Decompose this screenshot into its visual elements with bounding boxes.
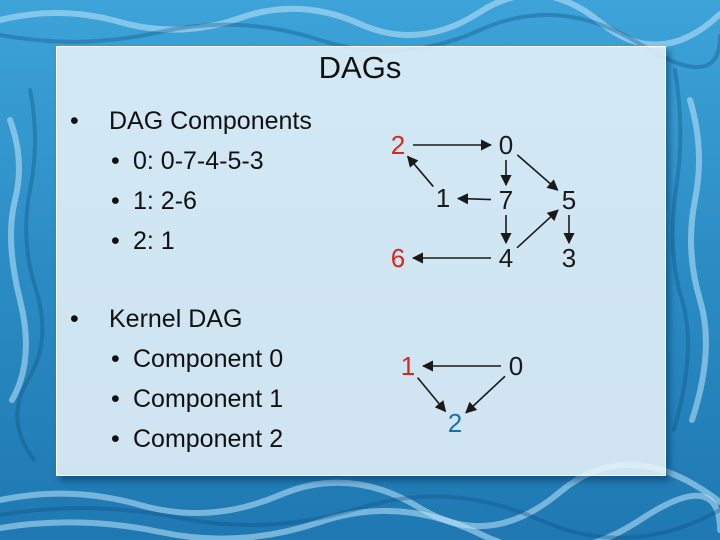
kernel-node-1: 1 (401, 351, 415, 381)
dag-node-1: 1 (436, 183, 450, 213)
component-item: 0: 0-7-4-5-3 (109, 141, 312, 181)
dag-node-4: 4 (499, 243, 513, 273)
dag-components-list: DAG Components 0: 0-7-4-5-3 1: 2-6 2: 1 (66, 106, 312, 261)
dag-node-7: 7 (499, 185, 513, 215)
dag-edge-n7-n1 (456, 193, 492, 205)
dag-node-2: 2 (391, 130, 405, 160)
kernel-edge-k0-k2 (465, 375, 506, 414)
component-item: 2: 1 (109, 221, 312, 261)
dag-node-0: 0 (499, 130, 513, 160)
kernel-dag-list: Kernel DAG Component 0 Component 1 Compo… (66, 304, 283, 459)
edges-layer (406, 139, 575, 414)
kernel-edge-k1-k2 (416, 377, 447, 413)
kernel-dag-heading: Kernel DAG (109, 305, 243, 333)
kernel-component-item: Component 0 (109, 339, 283, 379)
nodes-layer: 2 0 1 7 5 6 4 3 1 0 2 (391, 130, 576, 438)
kernel-node-2: 2 (448, 408, 462, 438)
slide-title: DAGs (318, 50, 402, 85)
dag-edge-n0-n5 (516, 154, 559, 191)
kernel-component-item: Component 2 (109, 419, 283, 459)
dag-edge-n4-n5 (516, 209, 559, 249)
kernel-dag-bullet: Kernel DAG Component 0 Component 1 Compo… (66, 304, 283, 459)
dag-edge-n1-n2 (406, 155, 434, 188)
dag-node-3: 3 (562, 243, 576, 273)
dag-components-bullet: DAG Components 0: 0-7-4-5-3 1: 2-6 2: 1 (66, 106, 312, 261)
dag-node-5: 5 (562, 185, 576, 215)
component-item: 1: 2-6 (109, 181, 312, 221)
dag-components-sublist: 0: 0-7-4-5-3 1: 2-6 2: 1 (109, 141, 312, 261)
dag-node-6: 6 (391, 243, 405, 273)
kernel-dag-sublist: Component 0 Component 1 Component 2 (109, 339, 283, 459)
kernel-node-0: 0 (509, 351, 523, 381)
dag-components-heading: DAG Components (109, 107, 312, 135)
kernel-component-item: Component 1 (109, 379, 283, 419)
